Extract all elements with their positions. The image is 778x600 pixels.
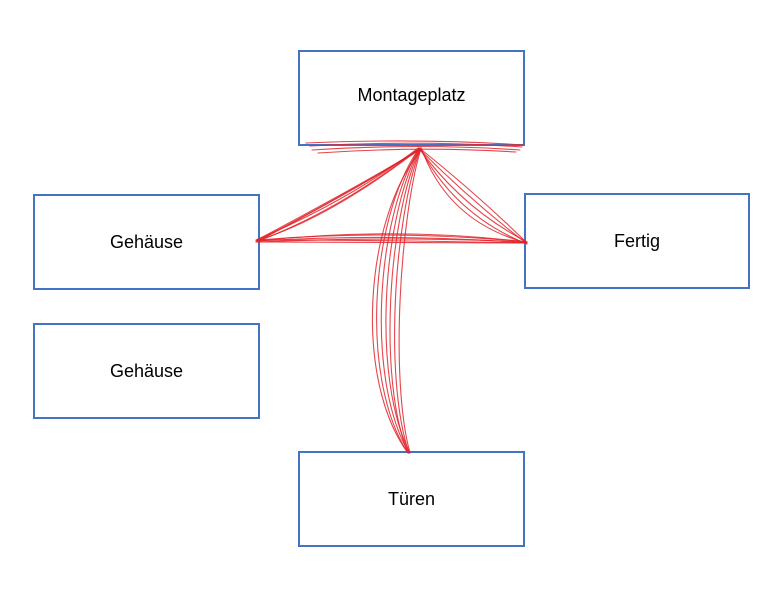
connector-stroke	[257, 234, 528, 243]
node-label-tueren: Türen	[387, 488, 436, 509]
node-label-fertig: Fertig	[613, 230, 660, 251]
connector-montageplatz-fertig	[418, 147, 528, 245]
connector-stroke	[256, 148, 420, 242]
connector-stroke	[257, 238, 528, 243]
connector-stroke	[255, 147, 422, 242]
connector-stroke	[394, 149, 421, 454]
connector-stroke	[317, 148, 517, 154]
connector-stroke	[420, 147, 528, 244]
connector-stroke	[257, 239, 528, 244]
node-label-gehaeuse-top: Gehäuse	[109, 231, 184, 252]
connector-stroke	[380, 149, 420, 454]
connector-stroke	[419, 147, 528, 245]
connector-montageplatz-tueren	[371, 149, 422, 454]
connector-stroke	[256, 148, 421, 241]
connector-stroke	[376, 149, 419, 454]
node-tueren: Türen	[298, 451, 525, 547]
connector-montageplatz-gehaeuse	[255, 147, 422, 243]
connector-gehaeuse-fertig	[257, 233, 528, 244]
connector-stroke	[257, 236, 528, 244]
connector-stroke	[256, 148, 422, 243]
connector-stroke	[255, 147, 420, 243]
node-fertig: Fertig	[524, 193, 750, 289]
node-gehaeuse-top: Gehäuse	[33, 194, 260, 290]
connector-stroke	[389, 149, 421, 454]
connector-stroke	[311, 145, 521, 151]
connector-stroke	[371, 149, 422, 454]
node-gehaeuse-bottom: Gehäuse	[33, 323, 260, 419]
connector-stroke	[418, 147, 528, 243]
connector-stroke	[385, 149, 420, 454]
connector-stroke	[257, 233, 528, 243]
node-label-gehaeuse-bottom: Gehäuse	[109, 360, 184, 381]
connector-stroke	[418, 148, 527, 244]
connector-stroke	[257, 241, 528, 244]
node-label-montageplatz: Montageplatz	[357, 84, 466, 105]
connector-stroke	[255, 147, 419, 241]
connector-stroke	[398, 149, 422, 454]
node-montageplatz: Montageplatz	[298, 50, 525, 146]
connector-stroke	[420, 148, 527, 243]
